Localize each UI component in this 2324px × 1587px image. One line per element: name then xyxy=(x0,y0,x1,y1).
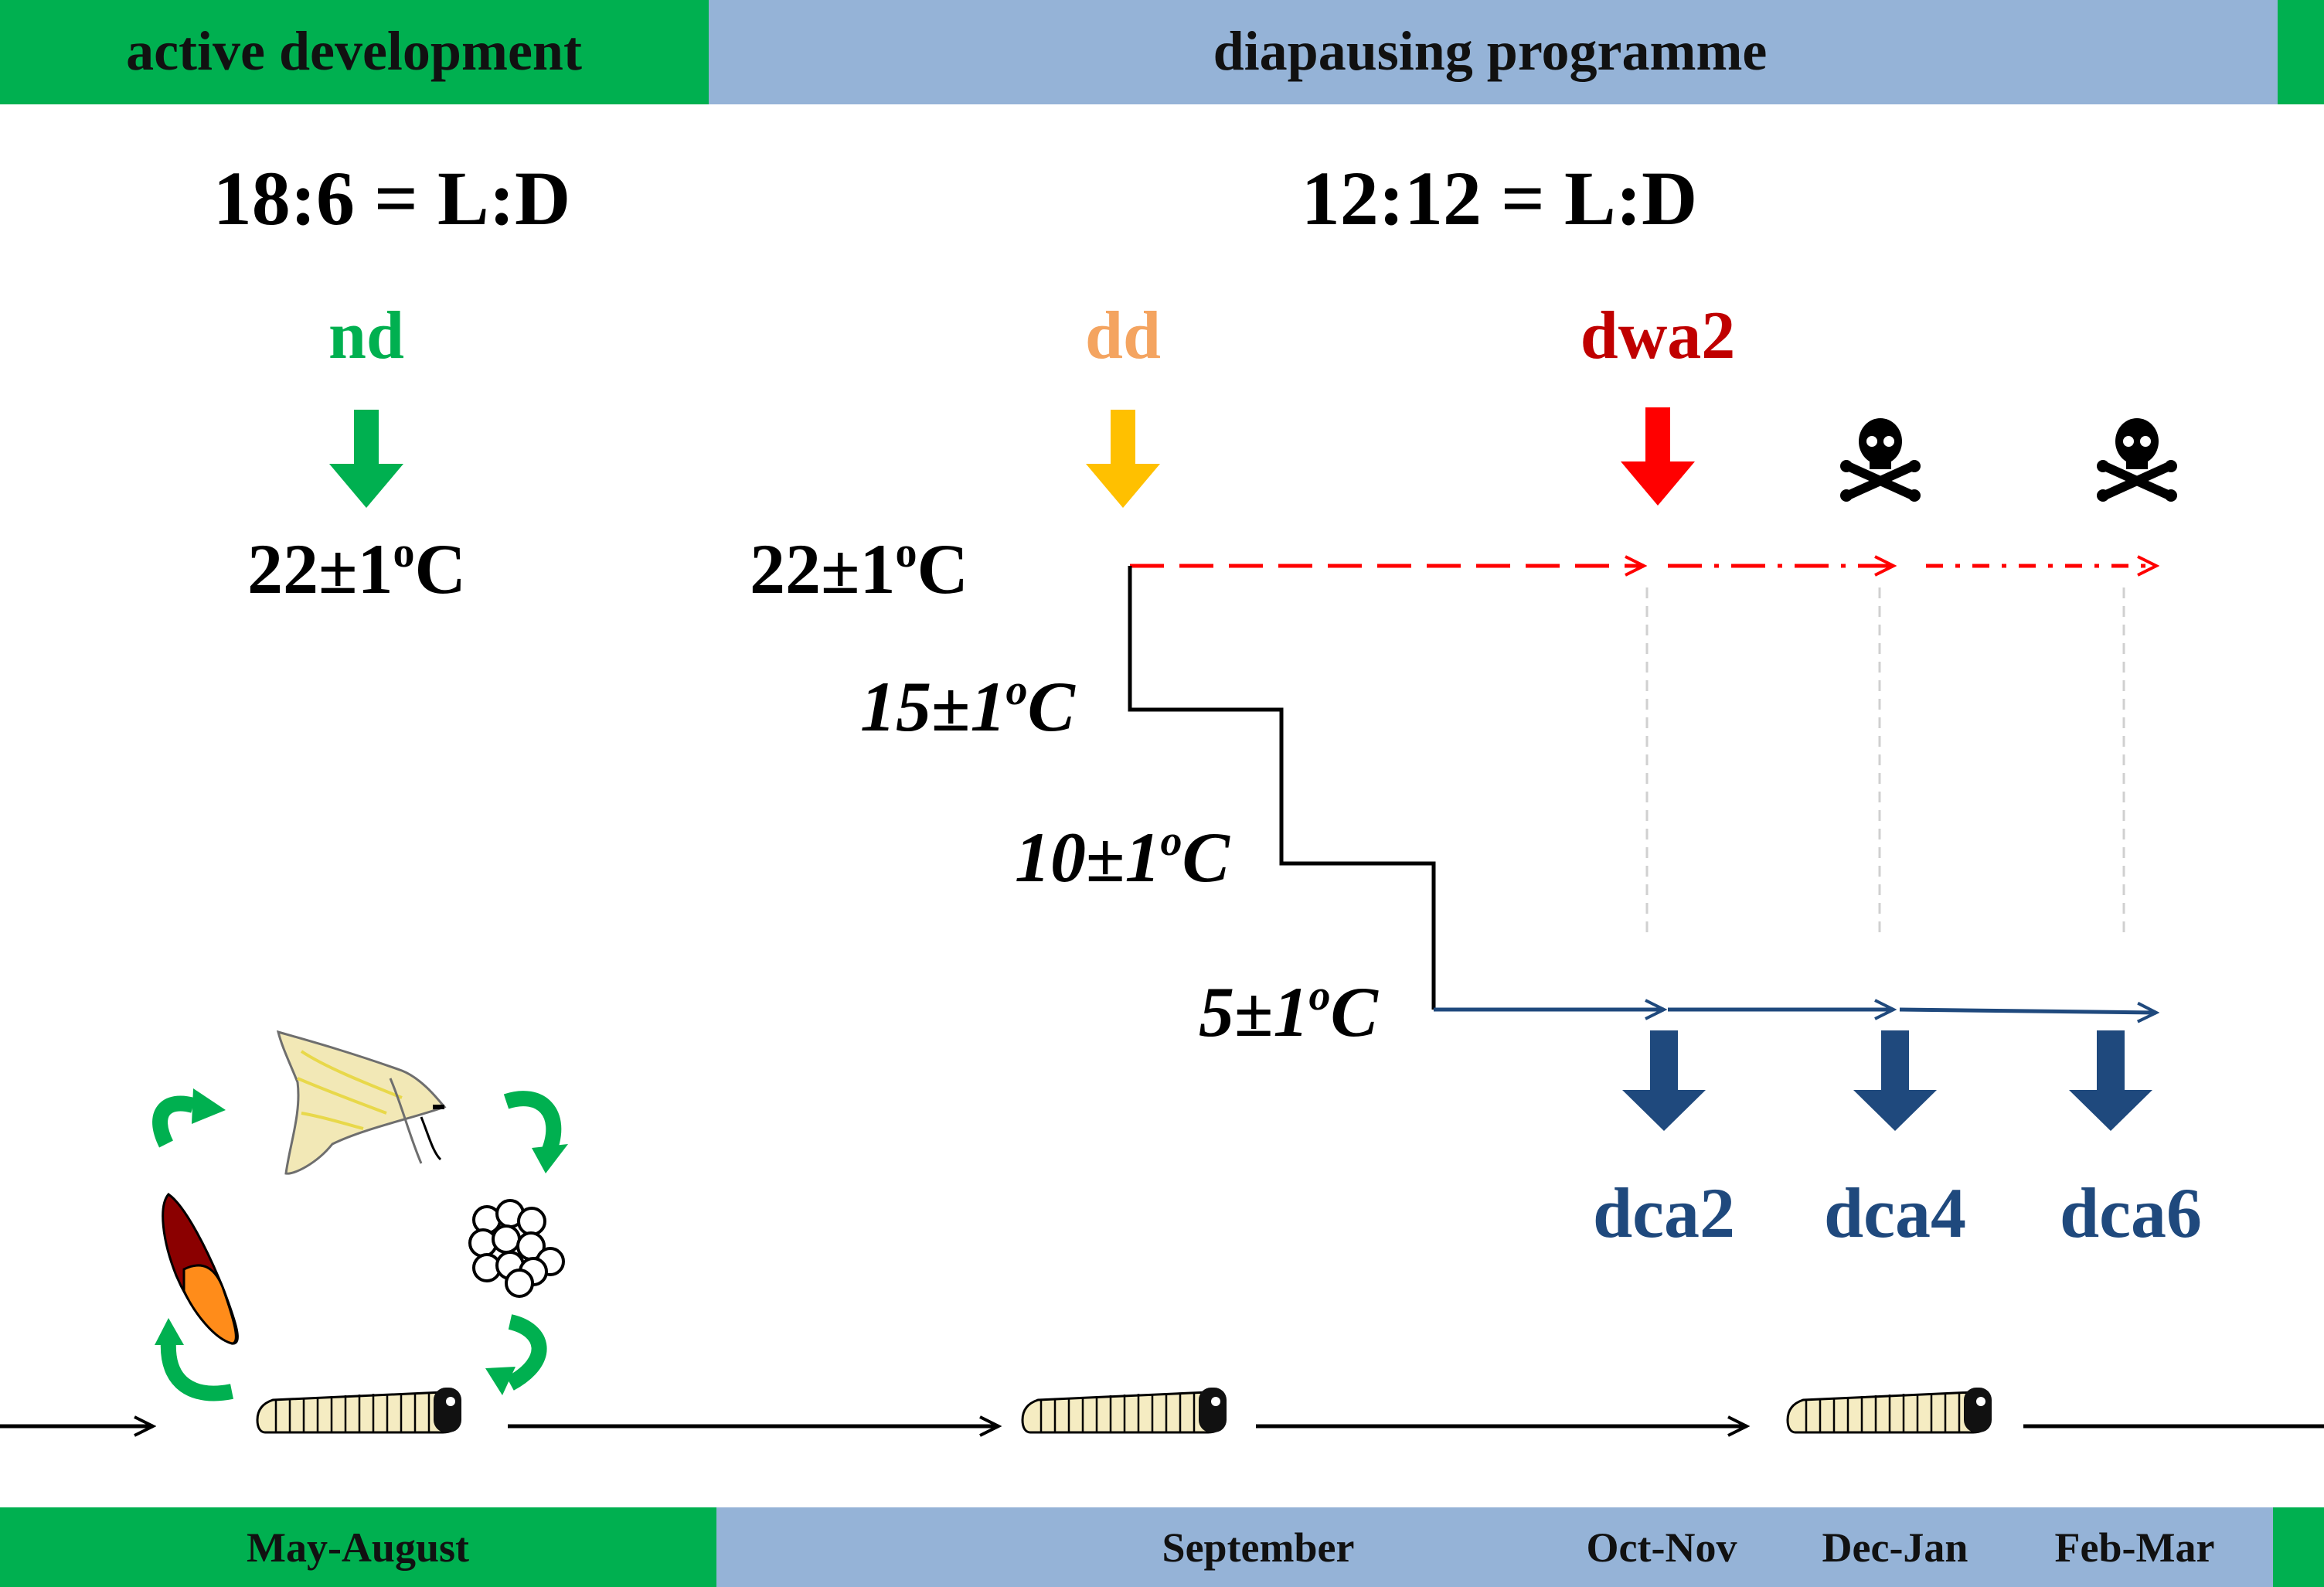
header-active-label: active development xyxy=(126,20,582,82)
header-band-diapause xyxy=(709,0,2278,104)
photoperiod-right: 12:12 = L:D xyxy=(1302,155,1698,241)
header-diapause-label: diapausing programme xyxy=(1213,20,1768,82)
larva-icon xyxy=(1786,1388,1992,1434)
temp-5: 5±1oC xyxy=(1199,972,1380,1051)
dd-down-arrow xyxy=(1086,410,1160,508)
cycle-arrowheads xyxy=(155,1088,568,1395)
moth-icon xyxy=(276,1030,447,1175)
group-dca2-label: dca2 xyxy=(1593,1173,1735,1252)
skull-crossbones-icon xyxy=(2097,418,2177,502)
footer-band-diapause xyxy=(716,1507,2273,1587)
group-dd-label: dd xyxy=(1085,298,1161,373)
temp-10: 10±1oC xyxy=(1015,817,1231,897)
temp-22-right: 22±1oC xyxy=(750,529,968,608)
dca6-down-arrow xyxy=(2069,1030,2152,1131)
month-september: September xyxy=(1162,1524,1355,1571)
group-dwa2-label: dwa2 xyxy=(1581,298,1736,373)
month-dec-jan: Dec-Jan xyxy=(1822,1524,1968,1571)
egg-cluster-icon xyxy=(468,1199,565,1298)
larva-icon xyxy=(1021,1388,1227,1434)
group-dca6-label: dca6 xyxy=(2060,1173,2202,1252)
month-feb-mar: Feb-Mar xyxy=(2055,1524,2215,1571)
group-dca4-label: dca4 xyxy=(1824,1173,1966,1252)
dwa2-down-arrow xyxy=(1621,407,1695,506)
arrowhead xyxy=(155,1318,184,1345)
skull-crossbones-icon xyxy=(1840,418,1921,502)
temp-22-left: 22±1oC xyxy=(247,529,466,608)
nd-down-arrow xyxy=(329,410,403,508)
dca4-down-arrow xyxy=(1853,1030,1937,1131)
header-band-end xyxy=(2278,0,2324,104)
temp-15: 15±1oC xyxy=(860,666,1077,746)
larva-icon xyxy=(256,1388,461,1434)
dca2-down-arrow xyxy=(1622,1030,1706,1131)
arrowhead xyxy=(192,1088,226,1124)
footer-band-active xyxy=(0,1507,716,1587)
cooling-staircase xyxy=(1128,566,1436,1010)
header-band-active xyxy=(0,0,709,104)
group-nd-label: nd xyxy=(328,298,404,373)
month-oct-nov: Oct-Nov xyxy=(1587,1524,1737,1571)
footer-band-end xyxy=(2273,1507,2324,1587)
cycle-arrow-icon xyxy=(152,1091,562,1401)
pupa-icon xyxy=(162,1193,239,1345)
month-may-august: May-August xyxy=(247,1524,469,1571)
arrowhead xyxy=(485,1367,515,1395)
arrowhead xyxy=(532,1144,568,1173)
photoperiod-left: 18:6 = L:D xyxy=(213,155,571,241)
cold-line-segment-3 xyxy=(1899,1010,2156,1013)
